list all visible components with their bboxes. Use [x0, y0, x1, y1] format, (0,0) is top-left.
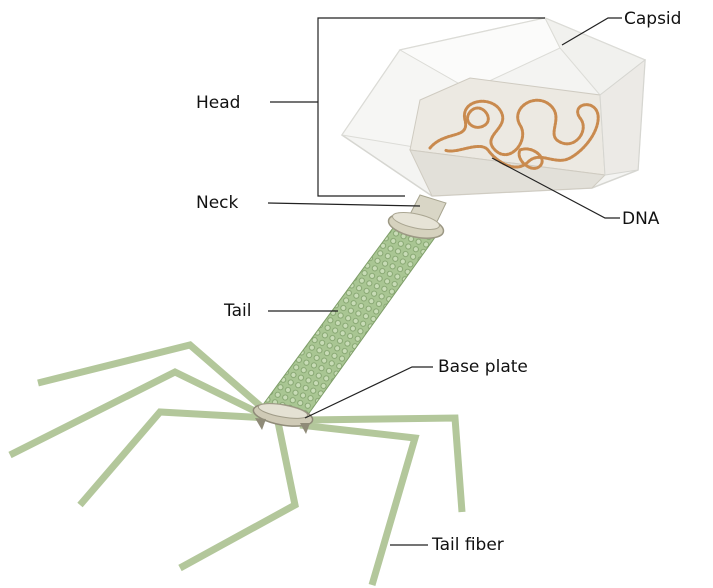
- capsid: [342, 18, 645, 196]
- tail-fiber-3: [80, 412, 268, 505]
- label-neck: Neck: [196, 193, 239, 213]
- tail-fibers: [10, 345, 462, 585]
- tail-sheath: [262, 228, 436, 416]
- neck-leader: [268, 203, 420, 206]
- label-tail-fiber: Tail fiber: [431, 535, 504, 555]
- label-capsid: Capsid: [624, 9, 681, 29]
- label-head: Head: [196, 93, 240, 113]
- label-tail: Tail: [223, 301, 251, 321]
- label-base-plate: Base plate: [438, 357, 528, 377]
- tail-fiber-5: [300, 425, 415, 585]
- tail-fiber-4: [180, 422, 295, 568]
- label-dna: DNA: [622, 209, 660, 229]
